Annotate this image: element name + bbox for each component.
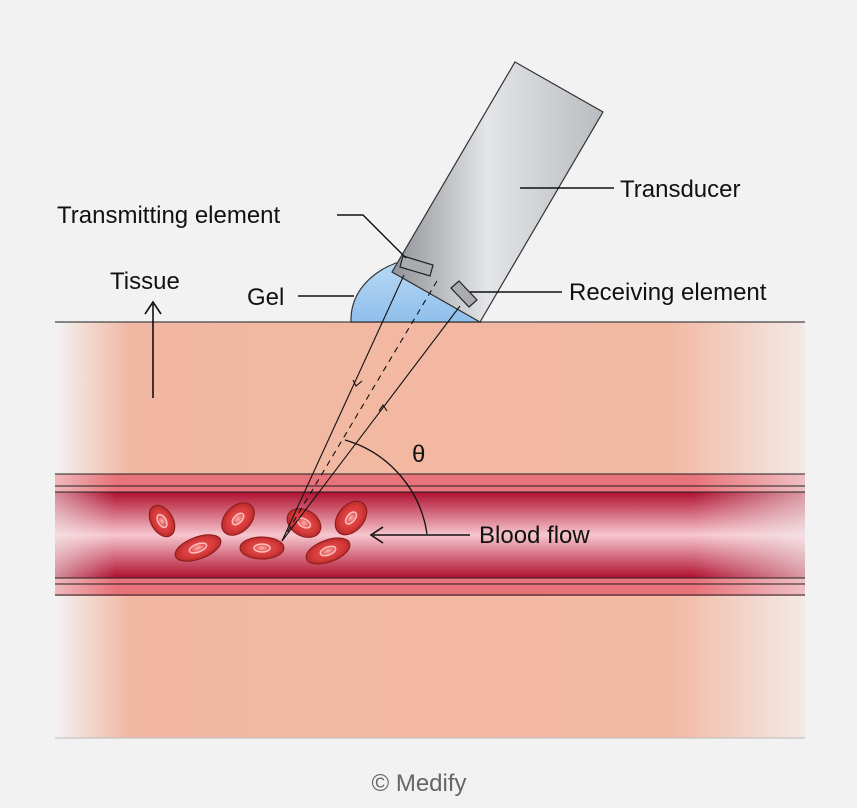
leader-lines bbox=[298, 187, 614, 297]
blood-flow-label: Blood flow bbox=[479, 522, 590, 549]
receiving-element-label: Receiving element bbox=[569, 279, 767, 306]
tissue-arrow bbox=[144, 300, 162, 398]
copyright-credit: © Medify bbox=[371, 770, 466, 797]
gel-blob bbox=[350, 262, 482, 323]
gel-label: Gel bbox=[247, 284, 284, 311]
red-blood-cell bbox=[239, 536, 285, 560]
red-blood-cell bbox=[221, 502, 255, 536]
red-blood-cell bbox=[174, 534, 222, 562]
blood-flow-arrow bbox=[369, 526, 470, 544]
red-blood-cell bbox=[305, 537, 351, 565]
transmitting-element-label: Transmitting element bbox=[57, 202, 281, 229]
ultrasound-beams bbox=[281, 274, 461, 542]
transducer-label: Transducer bbox=[620, 176, 741, 203]
red-blood-cells bbox=[148, 500, 368, 565]
red-blood-cell bbox=[334, 500, 368, 536]
angle-arc bbox=[344, 439, 428, 535]
transmitting-element-crystal bbox=[399, 255, 434, 277]
tissue-label: Tissue bbox=[110, 268, 180, 295]
angle-theta-label: θ bbox=[412, 441, 425, 468]
transducer-probe bbox=[391, 61, 604, 323]
red-blood-cell bbox=[148, 504, 176, 538]
receiving-element-crystal bbox=[450, 280, 478, 308]
